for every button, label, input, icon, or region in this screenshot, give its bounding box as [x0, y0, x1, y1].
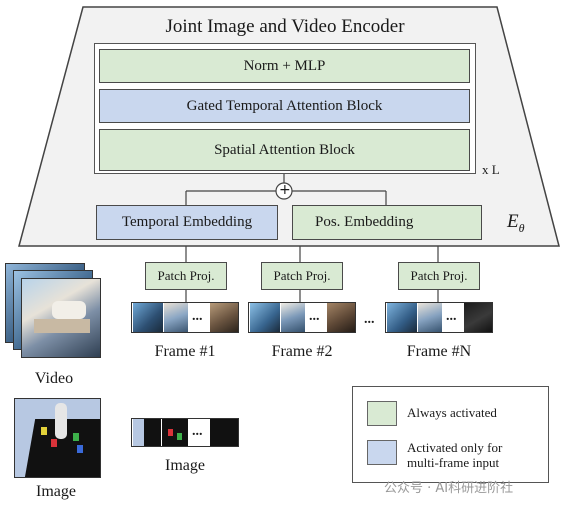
legend-multi-line2: multi-frame input [407, 455, 500, 470]
gated-temporal-attention-block: Gated Temporal Attention Block [99, 89, 470, 123]
frame-1-label: Frame #1 [154, 343, 216, 360]
legend-always-label: Always activated [407, 405, 497, 420]
encoder-title: Joint Image and Video Encoder [165, 16, 405, 37]
norm-mlp-block: Norm + MLP [99, 49, 470, 83]
image-tokens-label: Image [165, 457, 205, 474]
patch-proj-3: Patch Proj. [398, 262, 480, 290]
legend-blue-swatch [367, 440, 397, 465]
patch-proj-3-label: Patch Proj. [410, 268, 468, 283]
input-image [14, 398, 101, 478]
image-patches: ... [131, 418, 239, 447]
frame-1-patches: ... [131, 302, 239, 333]
encoder-symbol-main: E [507, 211, 519, 232]
temporal-embedding-label: Temporal Embedding [121, 214, 253, 230]
frame-n-ellipsis: ... [446, 309, 457, 324]
video-label: Video [34, 370, 74, 387]
frame-n-patches: ... [385, 302, 493, 333]
spatial-attention-block: Spatial Attention Block [99, 129, 470, 171]
spatial-label: Spatial Attention Block [214, 141, 355, 158]
temporal-embedding-block: Temporal Embedding [96, 205, 278, 240]
image-ellipsis: ... [192, 424, 203, 439]
legend-green-swatch [367, 401, 397, 426]
video-frame-front [21, 278, 101, 358]
frames-ellipsis: ... [364, 312, 375, 327]
norm-mlp-label: Norm + MLP [243, 57, 326, 74]
pos-embedding-label: Pos. Embedding [315, 214, 414, 230]
frame-2-label: Frame #2 [271, 343, 333, 360]
patch-proj-2: Patch Proj. [261, 262, 343, 290]
frame-2-patches: ... [248, 302, 356, 333]
patch-proj-1-label: Patch Proj. [157, 268, 215, 283]
watermark: 公众号 · AI科研进阶社 [384, 481, 514, 496]
encoder-symbol-sub: θ [518, 220, 525, 235]
plus-sign: + [279, 182, 291, 198]
frame-n-label: Frame #N [406, 343, 472, 360]
frame-2-ellipsis: ... [309, 309, 320, 324]
patch-proj-2-label: Patch Proj. [273, 268, 331, 283]
gated-temporal-label: Gated Temporal Attention Block [186, 97, 383, 114]
legend-multi-line1: Activated only for [407, 440, 503, 455]
encoder-symbol: Eθ [507, 211, 525, 236]
pos-embedding-block: Pos. Embedding [292, 205, 482, 240]
frame-1-ellipsis: ... [192, 309, 203, 324]
patch-proj-1: Patch Proj. [145, 262, 227, 290]
plus-circle [275, 182, 293, 200]
image-label: Image [36, 483, 76, 500]
repeat-label: x L [482, 162, 500, 177]
